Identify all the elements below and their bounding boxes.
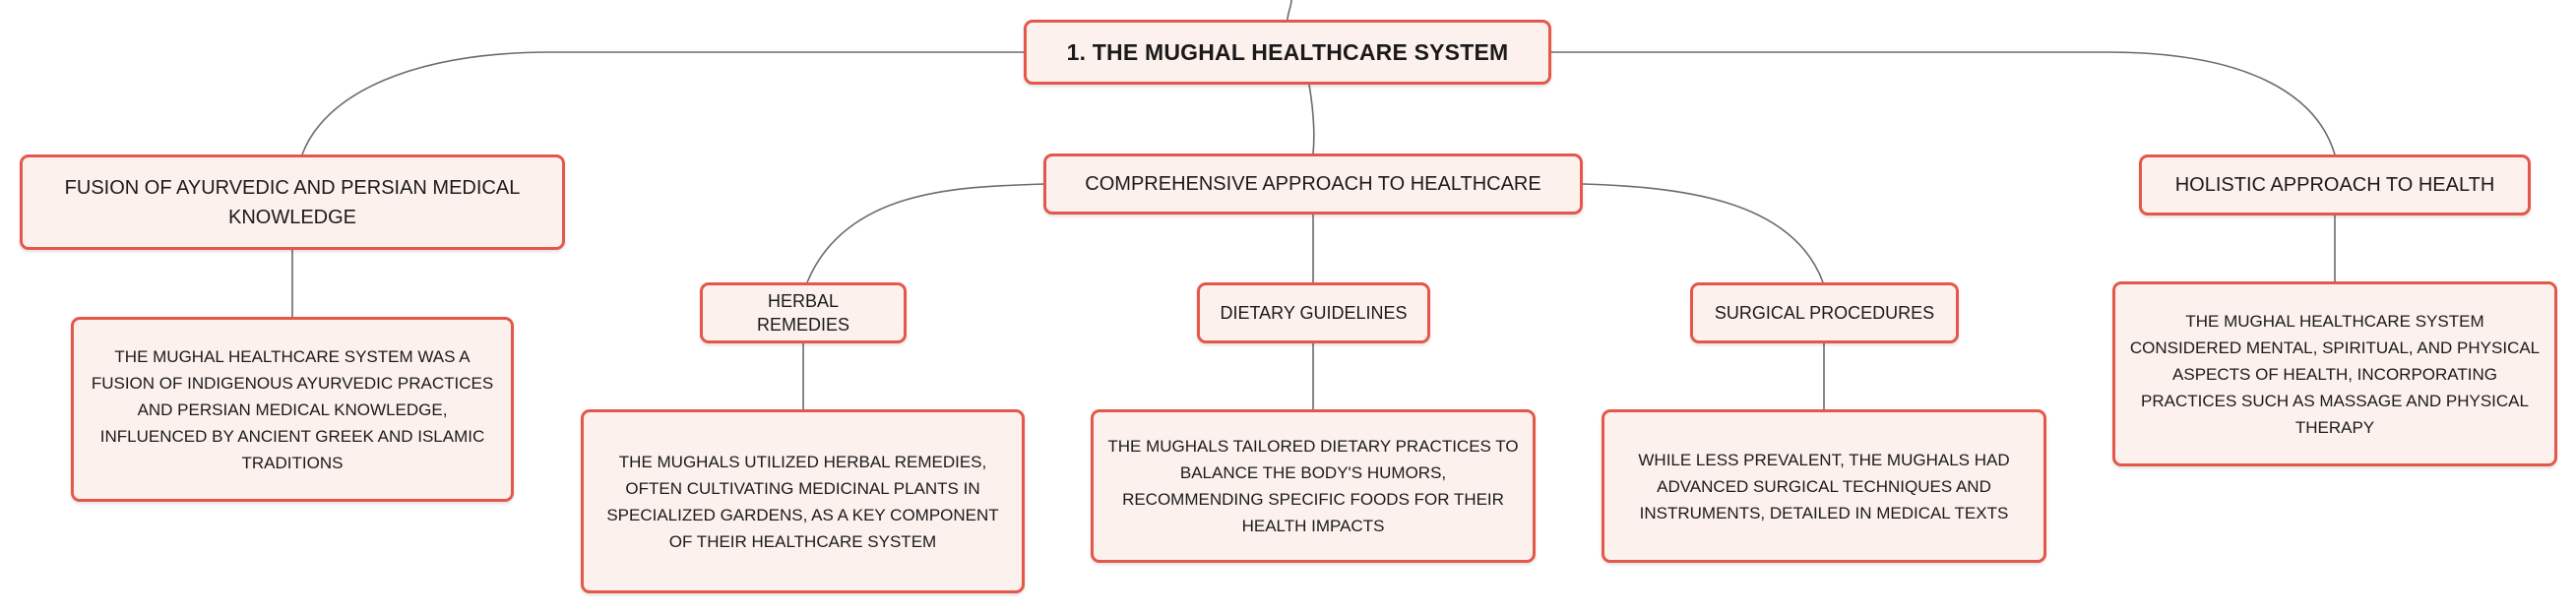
topic-comprehensive[interactable]: COMPREHENSIVE APPROACH TO HEALTHCARE xyxy=(1043,154,1583,215)
detail-surgical[interactable]: WHILE LESS PREVALENT, THE MUGHALS HAD AD… xyxy=(1602,409,2046,563)
topic-fusion-label: FUSION OF AYURVEDIC AND PERSIAN MEDICAL … xyxy=(64,176,521,228)
root-topic[interactable]: 1. THE MUGHAL HEALTHCARE SYSTEM xyxy=(1024,20,1551,85)
detail-herbal-text: THE MUGHALS UTILIZED HERBAL REMEDIES, OF… xyxy=(606,452,999,551)
connector-root-parent xyxy=(1287,0,1292,21)
detail-fusion[interactable]: THE MUGHAL HEALTHCARE SYSTEM WAS A FUSIO… xyxy=(71,317,514,502)
root-topic-label: 1. THE MUGHAL HEALTHCARE SYSTEM xyxy=(1066,38,1509,65)
detail-fusion-text: THE MUGHAL HEALTHCARE SYSTEM WAS A FUSIO… xyxy=(91,346,494,472)
detail-surgical-text: WHILE LESS PREVALENT, THE MUGHALS HAD AD… xyxy=(1638,450,2010,522)
detail-dietary-text: THE MUGHALS TAILORED DIETARY PRACTICES T… xyxy=(1107,437,1519,535)
subtopic-herbal-label: HERBAL REMEDIES xyxy=(756,291,850,335)
detail-dietary[interactable]: THE MUGHALS TAILORED DIETARY PRACTICES T… xyxy=(1091,409,1536,563)
topic-fusion[interactable]: FUSION OF AYURVEDIC AND PERSIAN MEDICAL … xyxy=(20,154,565,250)
detail-holistic[interactable]: THE MUGHAL HEALTHCARE SYSTEM CONSIDERED … xyxy=(2112,281,2557,466)
connector-root-holistic xyxy=(1551,51,2336,155)
connector-comprehensive-herbal xyxy=(806,183,1044,283)
detail-holistic-text: THE MUGHAL HEALTHCARE SYSTEM CONSIDERED … xyxy=(2129,311,2541,437)
connector-comprehensive-surgical xyxy=(1582,183,1824,283)
subtopic-herbal[interactable]: HERBAL REMEDIES xyxy=(700,282,907,343)
connector-root-comprehensive xyxy=(1308,84,1315,154)
subtopic-dietary[interactable]: DIETARY GUIDELINES xyxy=(1197,282,1430,343)
connector-root-fusion xyxy=(301,51,1024,155)
topic-comprehensive-label: COMPREHENSIVE APPROACH TO HEALTHCARE xyxy=(1085,173,1541,195)
subtopic-surgical[interactable]: SURGICAL PROCEDURES xyxy=(1690,282,1959,343)
topic-holistic-label: HOLISTIC APPROACH TO HEALTH xyxy=(2174,174,2495,196)
subtopic-dietary-label: DIETARY GUIDELINES xyxy=(1220,303,1408,323)
subtopic-surgical-label: SURGICAL PROCEDURES xyxy=(1714,303,1935,323)
detail-herbal[interactable]: THE MUGHALS UTILIZED HERBAL REMEDIES, OF… xyxy=(581,409,1025,593)
topic-holistic[interactable]: HOLISTIC APPROACH TO HEALTH xyxy=(2139,154,2531,215)
